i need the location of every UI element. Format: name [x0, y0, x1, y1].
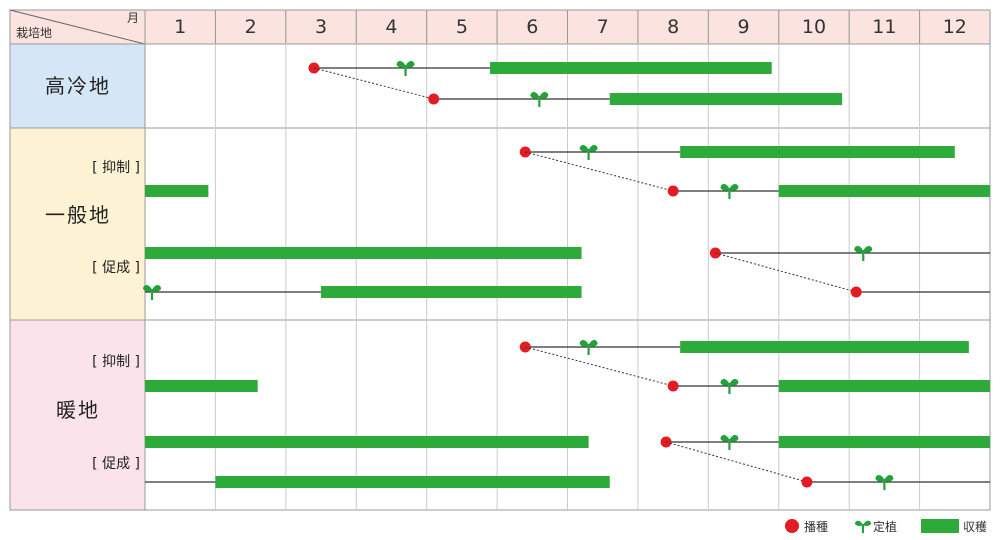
month-label: 8	[667, 16, 679, 38]
plant-icon	[530, 92, 549, 107]
month-label: 3	[315, 16, 327, 38]
region-label-warm: 暖地	[56, 398, 100, 422]
plant-icon	[396, 61, 415, 76]
month-label: 12	[943, 16, 967, 38]
chart-marks	[143, 61, 990, 490]
subgroup-label-general-sokusei: [ 促成 ]	[92, 260, 140, 276]
sow-connector-dotted	[665, 441, 808, 483]
plant-icon	[720, 435, 739, 450]
harvest-bar	[490, 62, 772, 74]
month-label: 1	[174, 16, 186, 38]
legend-sow-label: 播種	[804, 520, 828, 534]
sow-connector-dotted	[525, 151, 674, 192]
corner-label-region: 栽培地	[16, 25, 52, 40]
region-label-general: 一般地	[45, 203, 111, 227]
sow-dot	[850, 286, 862, 298]
plant-icon	[579, 340, 598, 355]
harvest-bar	[145, 436, 589, 448]
plant-icon	[875, 475, 894, 490]
legend-sow-marker	[785, 519, 799, 533]
harvest-bar	[609, 93, 843, 105]
plant-icon	[579, 145, 598, 160]
sow-dot	[428, 93, 440, 105]
legend: 播種 定植 収穫	[785, 519, 987, 534]
sow-connector-dotted	[715, 252, 857, 293]
month-label: 2	[245, 16, 257, 38]
harvest-bar	[778, 185, 990, 197]
harvest-bar	[215, 476, 610, 488]
harvest-bar	[680, 341, 969, 353]
month-label: 10	[802, 16, 826, 38]
month-label: 11	[872, 16, 896, 38]
sow-connector-dotted	[313, 67, 434, 100]
legend-plant-label: 定植	[873, 519, 897, 534]
sow-dot	[801, 476, 813, 488]
harvest-bar	[145, 247, 582, 259]
harvest-bar	[145, 185, 209, 197]
sow-dot	[667, 185, 679, 197]
region-label-highland: 高冷地	[45, 74, 111, 98]
sow-connector-dotted	[525, 346, 674, 387]
corner-label-month: 月	[127, 11, 139, 25]
plant-icon	[720, 184, 739, 199]
subgroup-label-general-yokusei: [ 抑制 ]	[92, 160, 140, 176]
header-row	[9, 9, 991, 45]
region-cell-warm	[9, 319, 146, 511]
corner-diagonal	[9, 9, 146, 45]
plant-icon	[143, 285, 162, 300]
harvest-bar	[145, 380, 258, 392]
harvest-bar	[778, 380, 990, 392]
harvest-bar	[680, 146, 955, 158]
region-cell-general	[9, 127, 146, 321]
month-label: 6	[526, 16, 538, 38]
month-label: 5	[456, 16, 468, 38]
plant-icon	[720, 379, 739, 394]
month-gridlines	[144, 10, 921, 510]
month-label: 4	[385, 16, 397, 38]
legend-plant-icon	[855, 520, 871, 533]
plant-icon	[854, 246, 873, 261]
month-label: 7	[597, 16, 609, 38]
harvest-bar	[778, 436, 990, 448]
harvest-bar	[321, 286, 582, 298]
subgroup-label-warm-yokusei: [ 抑制 ]	[92, 354, 140, 370]
month-label: 9	[737, 16, 749, 38]
subgroup-label-warm-sokusei: [ 促成 ]	[92, 456, 140, 472]
legend-harvest-marker	[921, 519, 959, 533]
sow-dot	[667, 380, 679, 392]
legend-harvest-label: 収穫	[963, 520, 987, 534]
